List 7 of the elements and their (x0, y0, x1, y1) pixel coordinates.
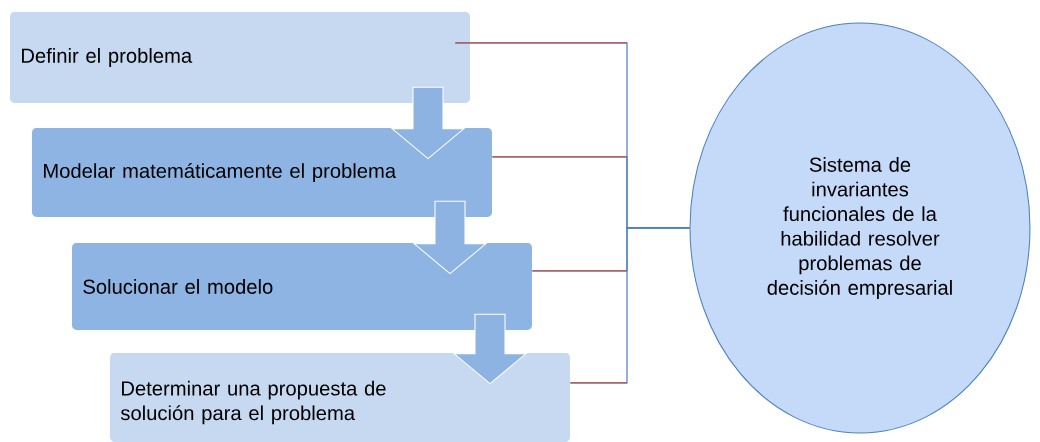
process-box: Solucionar el modelo (72, 243, 532, 330)
block-arrow (390, 86, 466, 160)
process-box: Definir el problema (10, 12, 470, 103)
process-box: Determinar una propuesta de solución para el problema (110, 353, 570, 442)
block-arrow (452, 313, 528, 385)
block-arrow (412, 200, 488, 275)
process-box: Modelar matemáticamente el problema (32, 128, 492, 217)
